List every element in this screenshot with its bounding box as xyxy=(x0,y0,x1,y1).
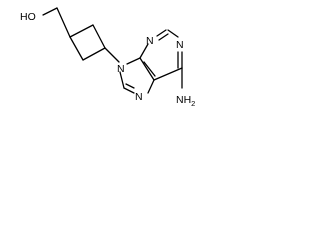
bond-ch2-cyclobutane xyxy=(56,7,71,38)
bond-c4-c5-a xyxy=(139,57,155,81)
bond-n7-c5 xyxy=(147,79,155,94)
bond-cyclobutane-top-left xyxy=(69,24,94,38)
bond-c8-n7-a xyxy=(123,87,135,94)
molecule-structure-diagram: HO N N N N NH2 xyxy=(20,7,195,108)
bond-oh-ch2 xyxy=(42,7,58,16)
n1-label: N xyxy=(176,39,184,51)
n7-label: N xyxy=(135,91,143,103)
bond-n9-c4 xyxy=(126,57,141,65)
n3-label: N xyxy=(146,35,154,47)
bond-cyclobutane-top-right xyxy=(92,24,106,49)
bond-n9-c8 xyxy=(119,71,125,89)
bond-n3-c2-a xyxy=(156,29,167,37)
amine-label: NH2 xyxy=(176,94,195,108)
bond-c4-c5-b xyxy=(143,61,156,77)
bond-cyclobutane-bottom-left xyxy=(69,36,84,61)
hydroxyl-label: HO xyxy=(20,11,36,23)
bond-c2-n1 xyxy=(167,29,179,38)
n9-label: N xyxy=(117,63,125,75)
bond-n3-c2-b xyxy=(158,33,169,41)
bond-c4-n3 xyxy=(139,43,149,59)
bond-c8-n7-b xyxy=(125,83,135,89)
bond-c6-c5 xyxy=(153,67,183,81)
bond-cyclobutane-n9 xyxy=(104,47,120,63)
bond-cyclobutane-bottom-right xyxy=(82,47,106,61)
